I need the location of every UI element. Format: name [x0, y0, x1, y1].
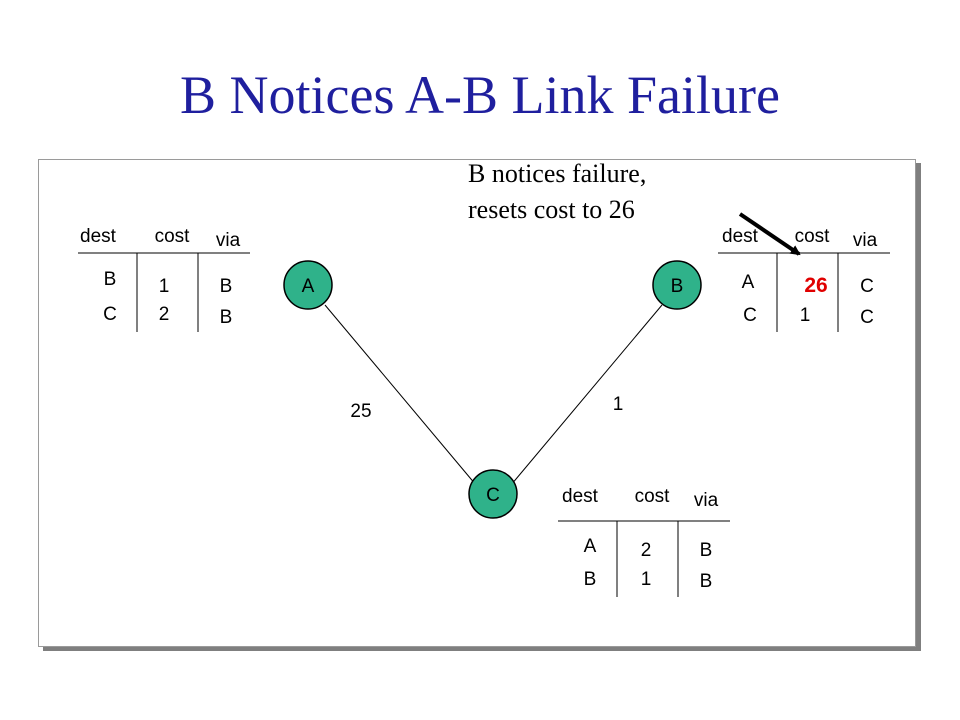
- node-c[interactable]: C: [468, 469, 518, 519]
- link-a-c: [324, 304, 477, 486]
- table-b-row2-via: C: [860, 307, 874, 328]
- table-b-row1-dest: A: [742, 272, 755, 293]
- table-c-dest-header: dest: [562, 486, 599, 507]
- node-b[interactable]: B: [652, 260, 702, 310]
- table-c-row2-via: B: [700, 571, 713, 592]
- table-a-row1-cost: 1: [159, 276, 170, 297]
- table-b-row2-cost: 1: [800, 305, 811, 326]
- page-title: B Notices A-B Link Failure: [180, 65, 780, 125]
- annotation-line-1: B notices failure,: [468, 159, 646, 188]
- link-b-c: [510, 304, 663, 486]
- table-b-row1-cost-highlight: 26: [804, 274, 827, 297]
- table-b-dest-header: dest: [722, 226, 759, 247]
- annotation-arrow: [738, 212, 801, 256]
- table-b-row1-via: C: [860, 276, 874, 297]
- table-a-row1-dest: B: [104, 269, 117, 290]
- table-c-row2-cost: 1: [641, 569, 652, 590]
- table-c-row1-cost: 2: [641, 540, 652, 561]
- diagram-panel: [38, 159, 916, 647]
- table-c-row1-via: B: [700, 540, 713, 561]
- link-b-c-cost: 1: [613, 394, 624, 415]
- table-b-via-header: via: [853, 230, 878, 251]
- table-a-row2-dest: C: [103, 304, 117, 325]
- table-b-cost-header: cost: [795, 226, 831, 247]
- table-c-row2-dest: B: [584, 569, 597, 590]
- annotation-line-2: resets cost to 26: [468, 195, 635, 224]
- routing-table-a: dest cost via B 1 B C 2 B: [78, 226, 250, 332]
- node-a[interactable]: A: [283, 260, 333, 310]
- table-a-via-header: via: [216, 230, 241, 251]
- table-c-cost-header: cost: [635, 486, 671, 507]
- node-c-label: C: [486, 485, 500, 506]
- table-b-row2-dest: C: [743, 305, 757, 326]
- table-a-dest-header: dest: [80, 226, 117, 247]
- routing-table-c: dest cost via A 2 B B 1 B: [558, 486, 730, 597]
- table-a-row2-cost: 2: [159, 304, 170, 325]
- node-a-label: A: [302, 276, 315, 297]
- table-a-cost-header: cost: [155, 226, 191, 247]
- node-b-label: B: [671, 276, 684, 297]
- table-a-row2-via: B: [220, 307, 233, 328]
- link-a-c-cost: 25: [350, 401, 371, 422]
- node-a-circle: [283, 260, 333, 310]
- table-c-via-header: via: [694, 490, 719, 511]
- table-a-row1-via: B: [220, 276, 233, 297]
- table-c-row1-dest: A: [584, 536, 597, 557]
- node-c-circle: [468, 469, 518, 519]
- node-b-circle: [652, 260, 702, 310]
- routing-table-b: dest cost via A 26 C C 1 C: [718, 226, 890, 332]
- failure-annotation: B notices failure, resets cost to 26: [468, 159, 801, 256]
